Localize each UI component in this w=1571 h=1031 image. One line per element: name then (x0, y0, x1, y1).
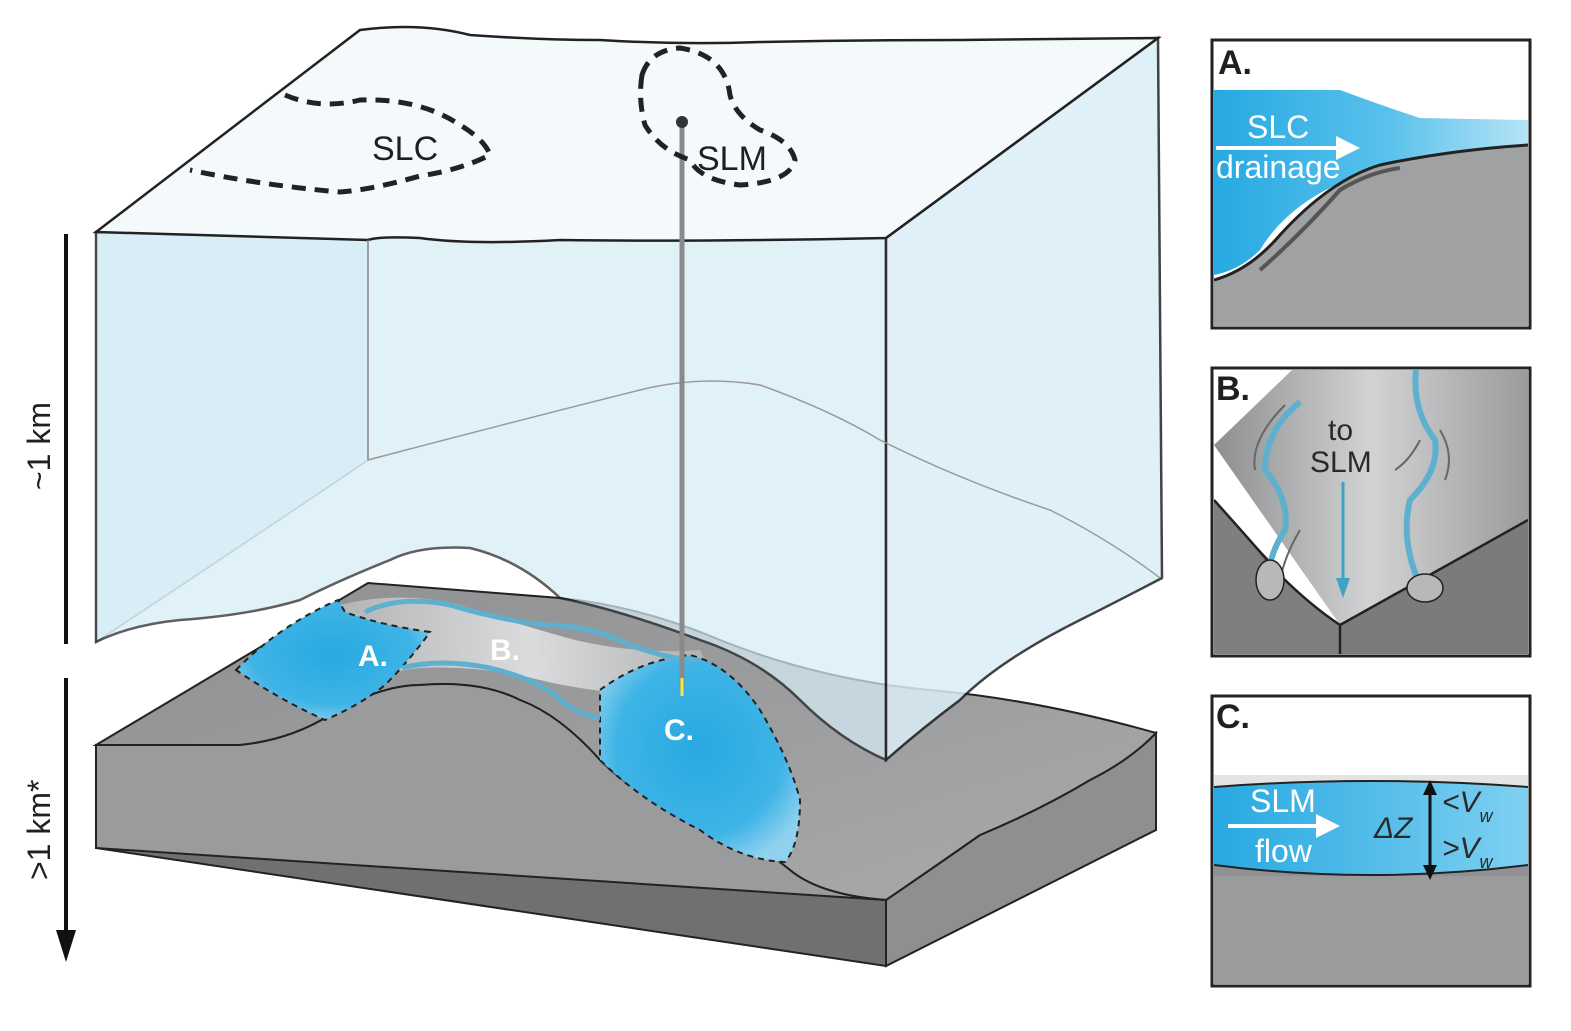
panel-c-water (1214, 781, 1528, 875)
slc-label: SLC (372, 130, 438, 168)
panel-c-delta-z: ΔZ (1373, 812, 1414, 845)
slm-label: SLM (697, 140, 767, 178)
slc-outline (189, 92, 494, 195)
lake-a (236, 600, 430, 720)
bed-channel (340, 597, 720, 697)
panel-c: C. SLM flow ΔZ <Vw >Vw (1210, 694, 1532, 988)
bed-label-a: A. (358, 640, 388, 673)
down-arrow-icon (56, 930, 76, 962)
panel-c-upper: <Vw (1442, 786, 1494, 826)
panel-b-surface (1214, 370, 1528, 625)
panel-a-water (1214, 90, 1528, 275)
panel-b-letter: B. (1216, 370, 1250, 408)
bed-label-c: C. (664, 714, 694, 747)
bed-depth-label: >1 km* (21, 780, 57, 880)
panel-c-lower: >Vw (1442, 832, 1494, 872)
stream-upper (363, 598, 701, 663)
panel-b-arrow-head-icon (1336, 578, 1350, 598)
block-diagram: SLC SLM A. B. C. (92, 25, 1164, 968)
ice-thickness-label: ~1 km (21, 402, 57, 490)
panel-c-bed (1214, 862, 1528, 984)
panel-b: B. to SLM (1210, 366, 1532, 658)
panel-b-line1: to (1328, 414, 1353, 447)
panel-c-line1: SLM (1250, 783, 1316, 819)
lake-c (600, 655, 800, 862)
panel-a-letter: A. (1218, 44, 1252, 82)
panel-a-line2: drainage (1216, 149, 1341, 185)
ice-front-face (94, 230, 888, 762)
bed-label-b: B. (490, 634, 520, 667)
borehole-top-icon (676, 116, 688, 128)
panel-a-line1: SLC (1247, 109, 1309, 145)
stream-lower (401, 660, 601, 721)
panel-b-line2: SLM (1310, 446, 1372, 479)
panel-a: A. SLC drainage (1210, 38, 1532, 330)
slm-outline (638, 45, 798, 188)
panel-b-stream-right (1403, 370, 1439, 587)
panel-c-letter: C. (1216, 698, 1250, 736)
up-arrow-icon (1423, 780, 1437, 795)
down-arrow-icon (1423, 865, 1437, 880)
panel-c-line2: flow (1255, 833, 1313, 869)
depth-scale: ~1 km >1 km* (21, 234, 76, 962)
ice-right-face (884, 35, 1164, 763)
panel-a-bed (1214, 145, 1528, 326)
